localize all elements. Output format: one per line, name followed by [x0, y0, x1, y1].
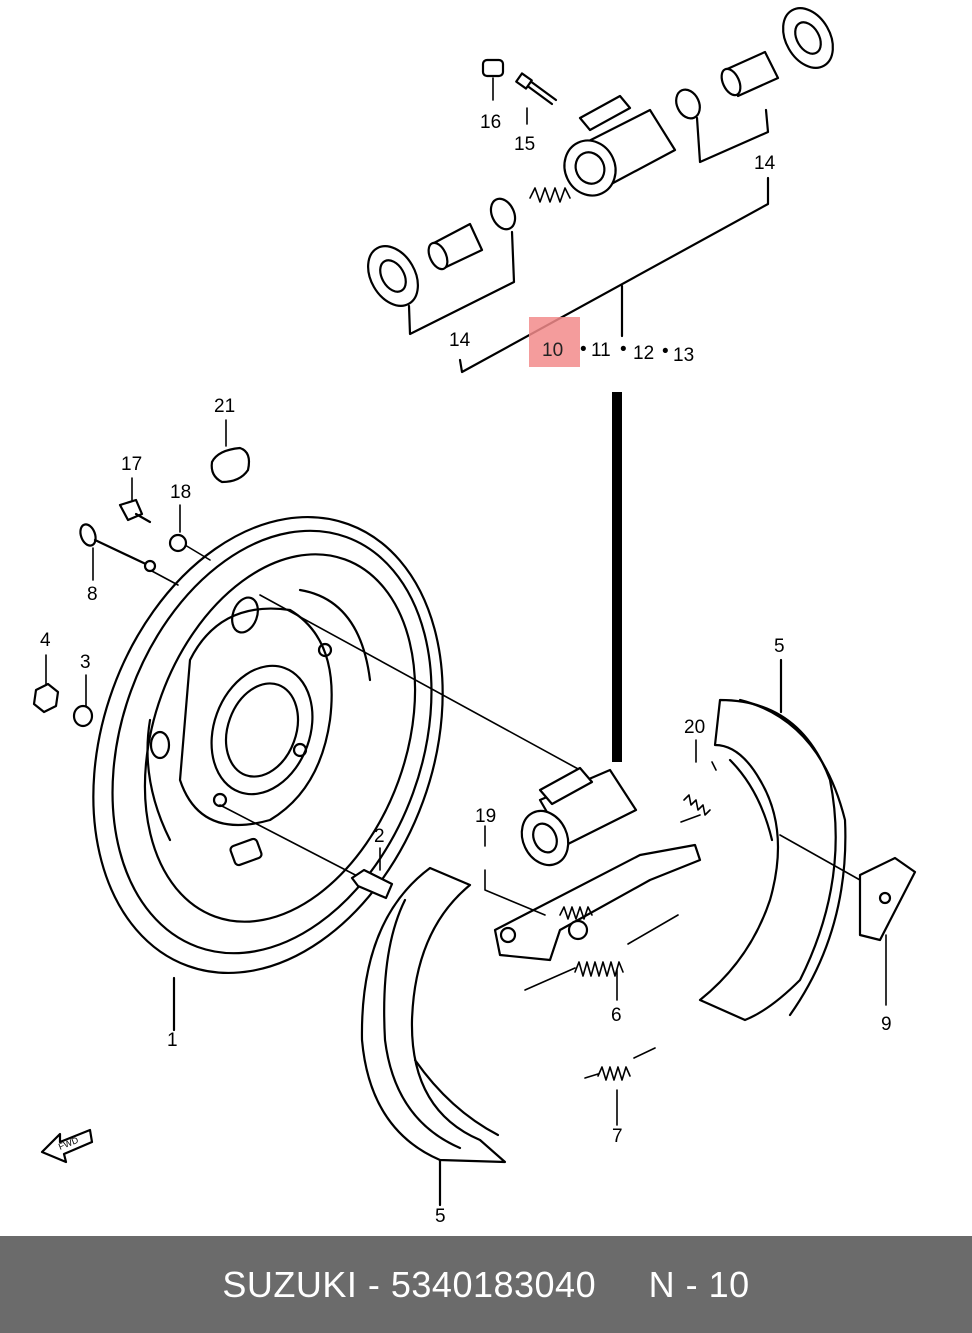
label-part-2: 2 [374, 826, 385, 847]
brand-separator: - [367, 1263, 381, 1305]
label-part-14-left: 14 [449, 330, 471, 351]
diagram-reference: N - 10 [648, 1263, 750, 1305]
wheel-cylinder-exploded [367, 7, 834, 374]
shim-plate [858, 856, 917, 1006]
part-info-bar: SUZUKI - 5340183040 N - 10 [0, 1236, 972, 1333]
return-spring [524, 914, 679, 1001]
wheel-cylinder-assembled [520, 392, 638, 867]
part-number: 5340183040 [390, 1263, 597, 1305]
dot-sep-3: • [662, 341, 669, 362]
brake-shoe-left [360, 866, 507, 1207]
small-parts [32, 77, 528, 900]
dot-sep-2: • [620, 339, 627, 360]
dot-sep-1: • [580, 339, 587, 360]
label-part-5-right: 5 [774, 636, 785, 657]
adjuster-spring [680, 739, 717, 823]
label-part-7: 7 [612, 1126, 623, 1147]
label-part-12: 12 [633, 343, 654, 364]
label-part-3: 3 [80, 652, 91, 673]
fwd-arrow-icon: FWD [40, 1128, 94, 1164]
brake-assembly-diagram: FWD 16 15 14 14 10 • 11 • 12 • 13 21 17 … [32, 7, 917, 1227]
label-part-19: 19 [475, 806, 496, 827]
label-part-1: 1 [167, 1030, 178, 1051]
label-part-9: 9 [881, 1014, 892, 1035]
label-part-5-left: 5 [435, 1206, 446, 1227]
leader-line-bolt [219, 804, 366, 881]
label-part-21: 21 [214, 396, 235, 417]
leader-line-pin [149, 544, 211, 586]
brand-name: SUZUKI [222, 1263, 358, 1305]
label-part-17: 17 [121, 454, 142, 475]
label-part-13: 13 [673, 345, 694, 366]
parking-lever [484, 843, 702, 962]
label-part-4: 4 [40, 630, 51, 651]
label-part-16: 16 [480, 112, 501, 133]
label-part-20: 20 [684, 717, 705, 738]
backing-plate [92, 515, 444, 1032]
label-part-15: 15 [514, 134, 535, 155]
hold-spring [584, 1047, 656, 1126]
leader-line-cylinder [259, 594, 581, 771]
brake-shoe-right [698, 658, 861, 1022]
label-part-6: 6 [611, 1005, 622, 1026]
label-part-14-right: 14 [754, 153, 776, 174]
label-part-11: 11 [591, 340, 611, 361]
label-part-18: 18 [170, 482, 191, 503]
label-part-8: 8 [87, 584, 98, 605]
label-part-10: 10 [542, 340, 563, 361]
highlight-part-10 [529, 317, 580, 367]
